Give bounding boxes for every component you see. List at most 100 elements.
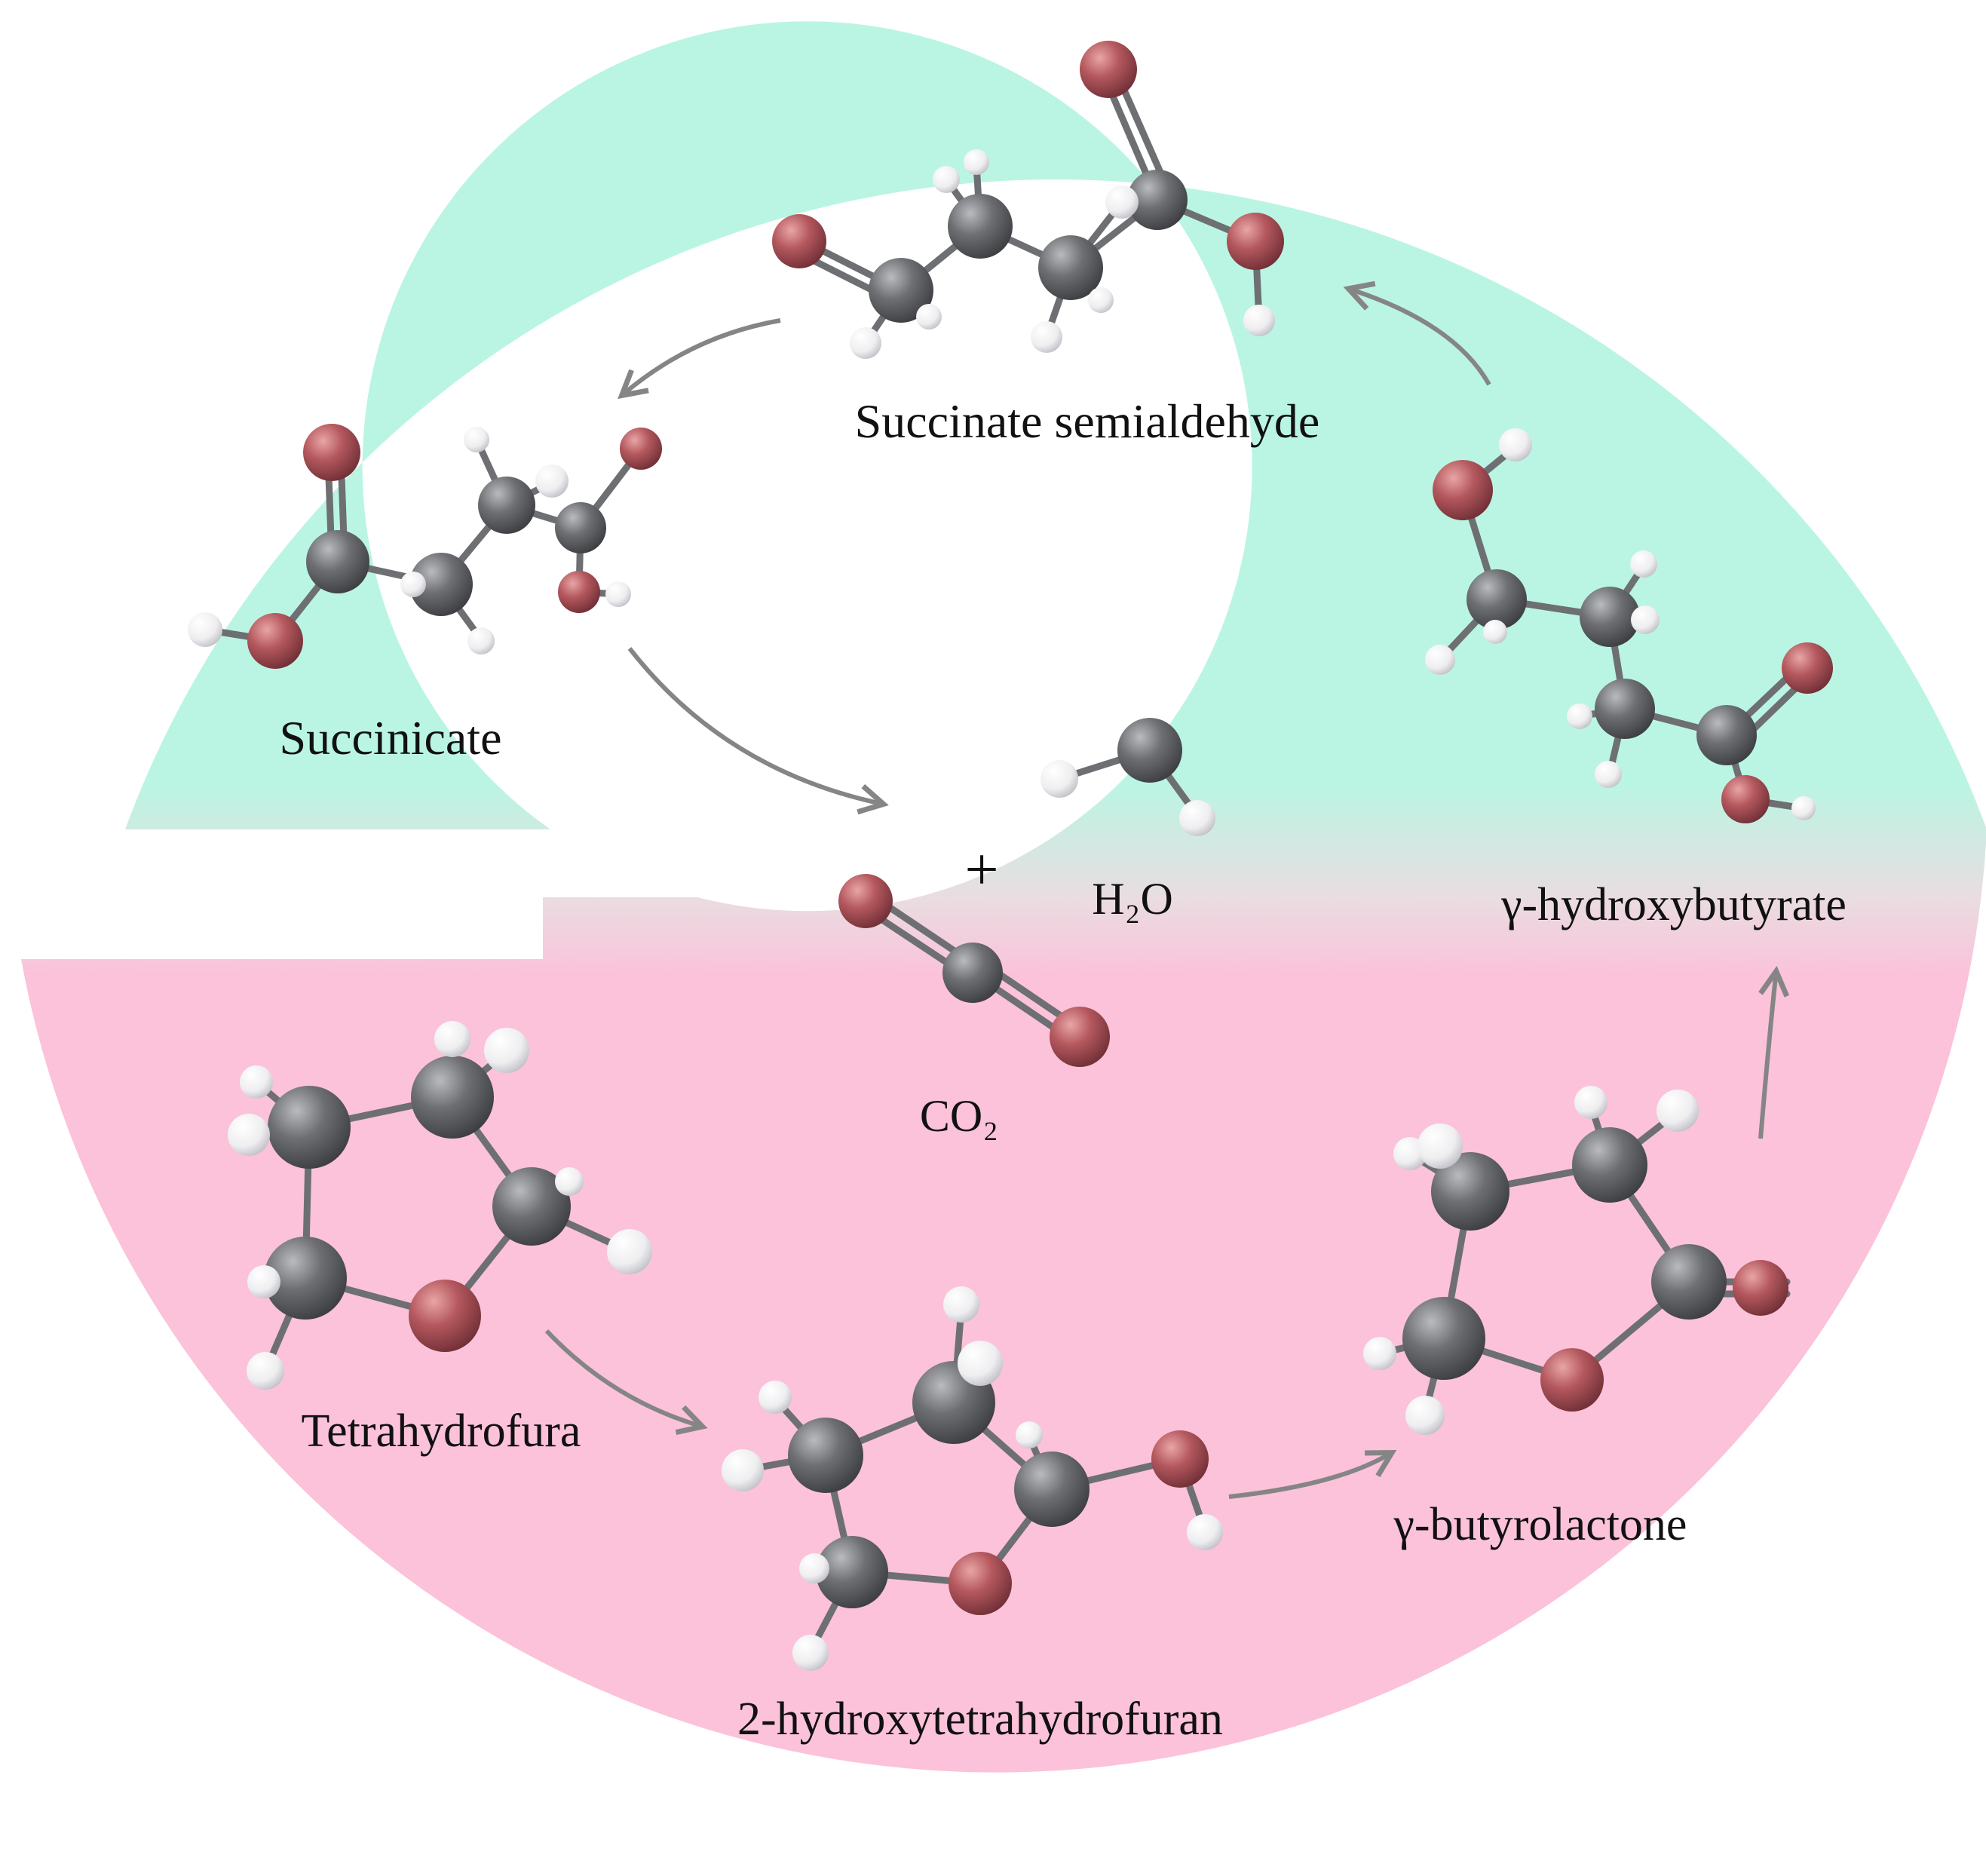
label-succinate-semialdehyde: Succinate semialdehyde xyxy=(855,394,1320,448)
arrow-semialdehyde-to-succinicate xyxy=(626,318,781,392)
oxygen-atom xyxy=(1227,213,1284,270)
oxygen-atom xyxy=(409,1280,481,1352)
oxygen-atom xyxy=(1733,1260,1788,1316)
label-gamma-hydroxybutyrate: γ-hydroxybutyrate xyxy=(1500,879,1847,930)
carbon-atom xyxy=(1014,1451,1090,1527)
hydrogen-atom xyxy=(555,1167,584,1196)
oxygen-atom xyxy=(772,214,826,268)
hydrogen-atom xyxy=(1595,761,1622,788)
carbon-atom xyxy=(264,1237,347,1320)
hydrogen-atom xyxy=(1179,800,1215,836)
oxygen-atom xyxy=(1433,460,1493,520)
carbon-atom xyxy=(555,502,606,553)
hydrogen-atom xyxy=(1187,1514,1223,1550)
oxygen-atom xyxy=(838,874,893,928)
hydrogen-atom xyxy=(1791,796,1816,820)
reaction-arrows xyxy=(544,290,1776,1499)
hydrogen-atom xyxy=(759,1381,792,1414)
carbon-atom xyxy=(1127,170,1188,230)
hydrogen-atom xyxy=(1016,1421,1043,1448)
oxygen-atom xyxy=(949,1552,1012,1615)
label-succinicate: Succinicate xyxy=(280,711,502,765)
hydrogen-atom xyxy=(1417,1123,1463,1169)
carbon-atom xyxy=(411,1056,494,1139)
hydrogen-atom xyxy=(722,1449,764,1491)
hydrogen-atom xyxy=(799,1553,829,1583)
carbon-atom xyxy=(478,477,535,534)
carbon-atom xyxy=(788,1418,863,1493)
hydrogen-atom xyxy=(228,1114,270,1156)
succinicate-molecule xyxy=(188,424,662,669)
arrow-tetrahydrofura-to-hydroxythf xyxy=(544,1329,697,1425)
carbon-atom xyxy=(1402,1297,1485,1380)
hydrogen-atom xyxy=(1630,550,1657,578)
hydrogen-atom xyxy=(1031,321,1062,353)
hydrogen-atom xyxy=(1483,620,1507,644)
hydrogen-atom xyxy=(1363,1337,1396,1370)
hydrogen-atom xyxy=(1243,305,1275,336)
pathway-ring-band xyxy=(21,21,1986,1773)
carbon-atom xyxy=(492,1167,571,1246)
hydrogen-atom xyxy=(607,1229,652,1274)
label-gamma-butyrolactone: γ-butyrolactone xyxy=(1393,1499,1687,1550)
water-molecule xyxy=(1041,718,1215,836)
hydrogen-atom xyxy=(400,572,426,597)
oxygen-atom xyxy=(620,428,662,470)
hydrogen-atom xyxy=(1425,645,1455,675)
hydrogen-atom xyxy=(1041,760,1078,798)
hydrogen-atom xyxy=(1105,185,1139,219)
hydrogen-atom xyxy=(464,427,489,452)
labels: Succinate semialdehyde Succinicate γ-hyd… xyxy=(280,394,1847,1745)
oxygen-atom xyxy=(1782,642,1833,694)
carbon-atom xyxy=(409,553,473,616)
tetrahydrofura-molecule xyxy=(228,1021,652,1390)
oxygen-atom xyxy=(247,613,303,669)
hydrogen-atom xyxy=(964,149,989,175)
carbon-atom xyxy=(869,258,933,323)
arrow-hydroxythf-to-gbl xyxy=(1228,1455,1387,1499)
hydrogen-atom xyxy=(933,166,960,193)
hydrogen-atom xyxy=(1574,1086,1607,1119)
hydrogen-atom xyxy=(247,1352,284,1390)
plus-sign: + xyxy=(964,837,998,903)
hydrogen-atom xyxy=(916,304,942,330)
hydrogen-atom xyxy=(958,1341,1003,1386)
label-tetrahydrofura: Tetrahydrofura xyxy=(302,1405,581,1457)
hydrogen-atom xyxy=(484,1028,529,1073)
carbon-atom xyxy=(306,530,369,593)
label-carbon-dioxide: CO₂ xyxy=(920,1091,998,1141)
hydroxytetrahydrofuran-molecule xyxy=(722,1286,1223,1671)
arrow-gbl-to-ghb xyxy=(1758,976,1776,1139)
hydrogen-atom xyxy=(1567,704,1592,729)
arrow-ghb-to-semialdehyde xyxy=(1353,290,1491,386)
carbon-atom xyxy=(1467,569,1527,630)
carbon-atom xyxy=(1431,1152,1509,1231)
carbon-atom xyxy=(1595,679,1655,739)
oxygen-atom xyxy=(1540,1348,1604,1412)
carbon-atom xyxy=(1651,1244,1727,1320)
label-hydroxytetrahydrofuran: 2-hydroxytetrahydrofuran xyxy=(737,1694,1223,1745)
hydrogen-atom xyxy=(605,581,631,607)
hydrogen-atom xyxy=(247,1265,280,1298)
hydrogen-atom xyxy=(467,627,495,654)
hydrogen-atom xyxy=(535,464,569,498)
carbon-atom xyxy=(948,194,1013,259)
oxygen-atom xyxy=(1721,775,1770,823)
carbon-atom xyxy=(1572,1127,1647,1203)
hydrogen-atom xyxy=(1631,605,1660,634)
carbon-atom xyxy=(1038,235,1103,300)
hydrogen-atom xyxy=(850,327,881,359)
hydrogen-atom xyxy=(1499,428,1532,461)
hydrogen-atom xyxy=(1657,1090,1699,1132)
carbon-atom xyxy=(1117,718,1182,783)
succinate-semialdehyde-molecule xyxy=(772,41,1284,359)
gamma-hydroxybutyrate-molecule xyxy=(1425,428,1833,823)
carbon-atom xyxy=(1580,587,1640,647)
gamma-butyrolactone-molecule xyxy=(1363,1086,1791,1435)
hydrogen-atom xyxy=(188,612,222,647)
carbon-atom xyxy=(1696,705,1757,765)
oxygen-atom xyxy=(1080,41,1137,98)
hydrogen-atom xyxy=(434,1021,470,1057)
oxygen-atom xyxy=(303,424,360,481)
